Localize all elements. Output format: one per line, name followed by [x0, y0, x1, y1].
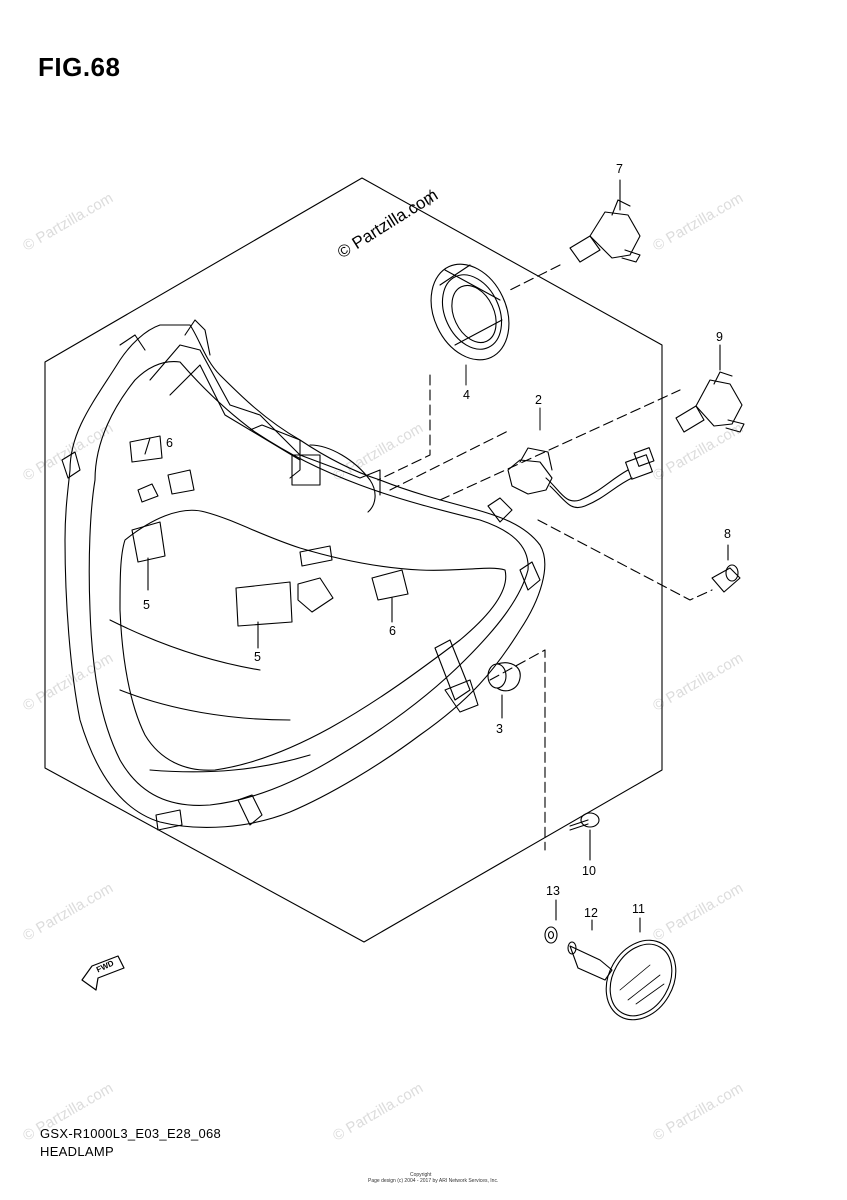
bulb-part-9 [676, 372, 744, 432]
callout-label: 3 [496, 722, 503, 736]
bulb-part-7 [570, 200, 640, 262]
bolt-part-12 [568, 942, 612, 980]
socket-harness-part-2 [508, 448, 654, 508]
callout-label: 6 [166, 436, 173, 450]
copyright-heading: Copyright [410, 1172, 432, 1178]
figure-title: FIG.68 [38, 52, 121, 82]
label-pad [236, 582, 292, 626]
callout-label: 6 [389, 624, 396, 638]
callout-label: 8 [724, 527, 731, 541]
label-pad [132, 522, 165, 562]
grommet-part-3 [488, 663, 520, 691]
assembly-outline-box [45, 178, 662, 942]
callout-label: 9 [716, 330, 723, 344]
headlamp-housing [65, 325, 545, 827]
fwd-arrow-icon [82, 956, 124, 990]
model-code: GSX-R1000L3_E03_E28_068 [40, 1126, 222, 1141]
copyright-text: Page design (c) 2004 - 2017 by ARI Netwo… [368, 1178, 499, 1184]
assembly-name: HEADLAMP [40, 1144, 114, 1159]
headlamp-cap-part-4 [416, 251, 524, 372]
headlamp-lens-edge [89, 362, 528, 806]
callout-label: 2 [535, 393, 542, 407]
callout-label: 5 [254, 650, 261, 664]
screw-part-10 [570, 813, 599, 830]
callout-label: 10 [582, 864, 596, 878]
washer-part-13 [545, 927, 557, 943]
callout-label: 7 [616, 162, 623, 176]
cover-part-11 [592, 928, 689, 1033]
small-bulb-part-8 [712, 565, 740, 592]
callout-label: 12 [584, 906, 598, 920]
callout-label: 11 [632, 902, 645, 916]
label-pad [372, 570, 408, 600]
callout-label: 5 [143, 598, 150, 612]
headlamp-reflector [120, 510, 506, 770]
callout-label: 4 [463, 388, 470, 402]
callout-label: 13 [546, 884, 560, 898]
